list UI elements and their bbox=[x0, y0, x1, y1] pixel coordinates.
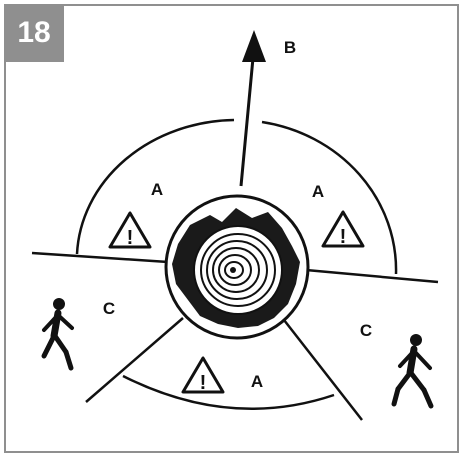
warning-triangle-icon: ! bbox=[183, 358, 223, 394]
svg-text:!: ! bbox=[200, 372, 207, 394]
zone-label-danger-bottom: A bbox=[251, 372, 263, 391]
zone-label-fall-direction: B bbox=[284, 38, 296, 57]
danger-zone-arc-lower bbox=[123, 376, 334, 409]
boundary-line-right bbox=[306, 270, 438, 282]
svg-text:!: ! bbox=[340, 226, 347, 248]
warning-triangle-icon: ! bbox=[323, 212, 363, 248]
zone-label-danger-left: A bbox=[151, 180, 163, 199]
warning-triangle-icon: ! bbox=[110, 213, 150, 249]
zone-label-safe-right: C bbox=[360, 321, 372, 340]
svg-text:!: ! bbox=[127, 227, 134, 249]
zone-label-safe-left: C bbox=[103, 299, 115, 318]
fall-direction-arrow-icon bbox=[241, 30, 266, 186]
walking-person-icon bbox=[44, 298, 72, 368]
boundary-line-lower-left bbox=[86, 318, 183, 402]
walking-person-icon bbox=[394, 334, 431, 406]
zone-label-danger-right: A bbox=[312, 182, 324, 201]
boundary-line-left bbox=[32, 253, 168, 262]
tree-stump-icon bbox=[166, 196, 308, 338]
